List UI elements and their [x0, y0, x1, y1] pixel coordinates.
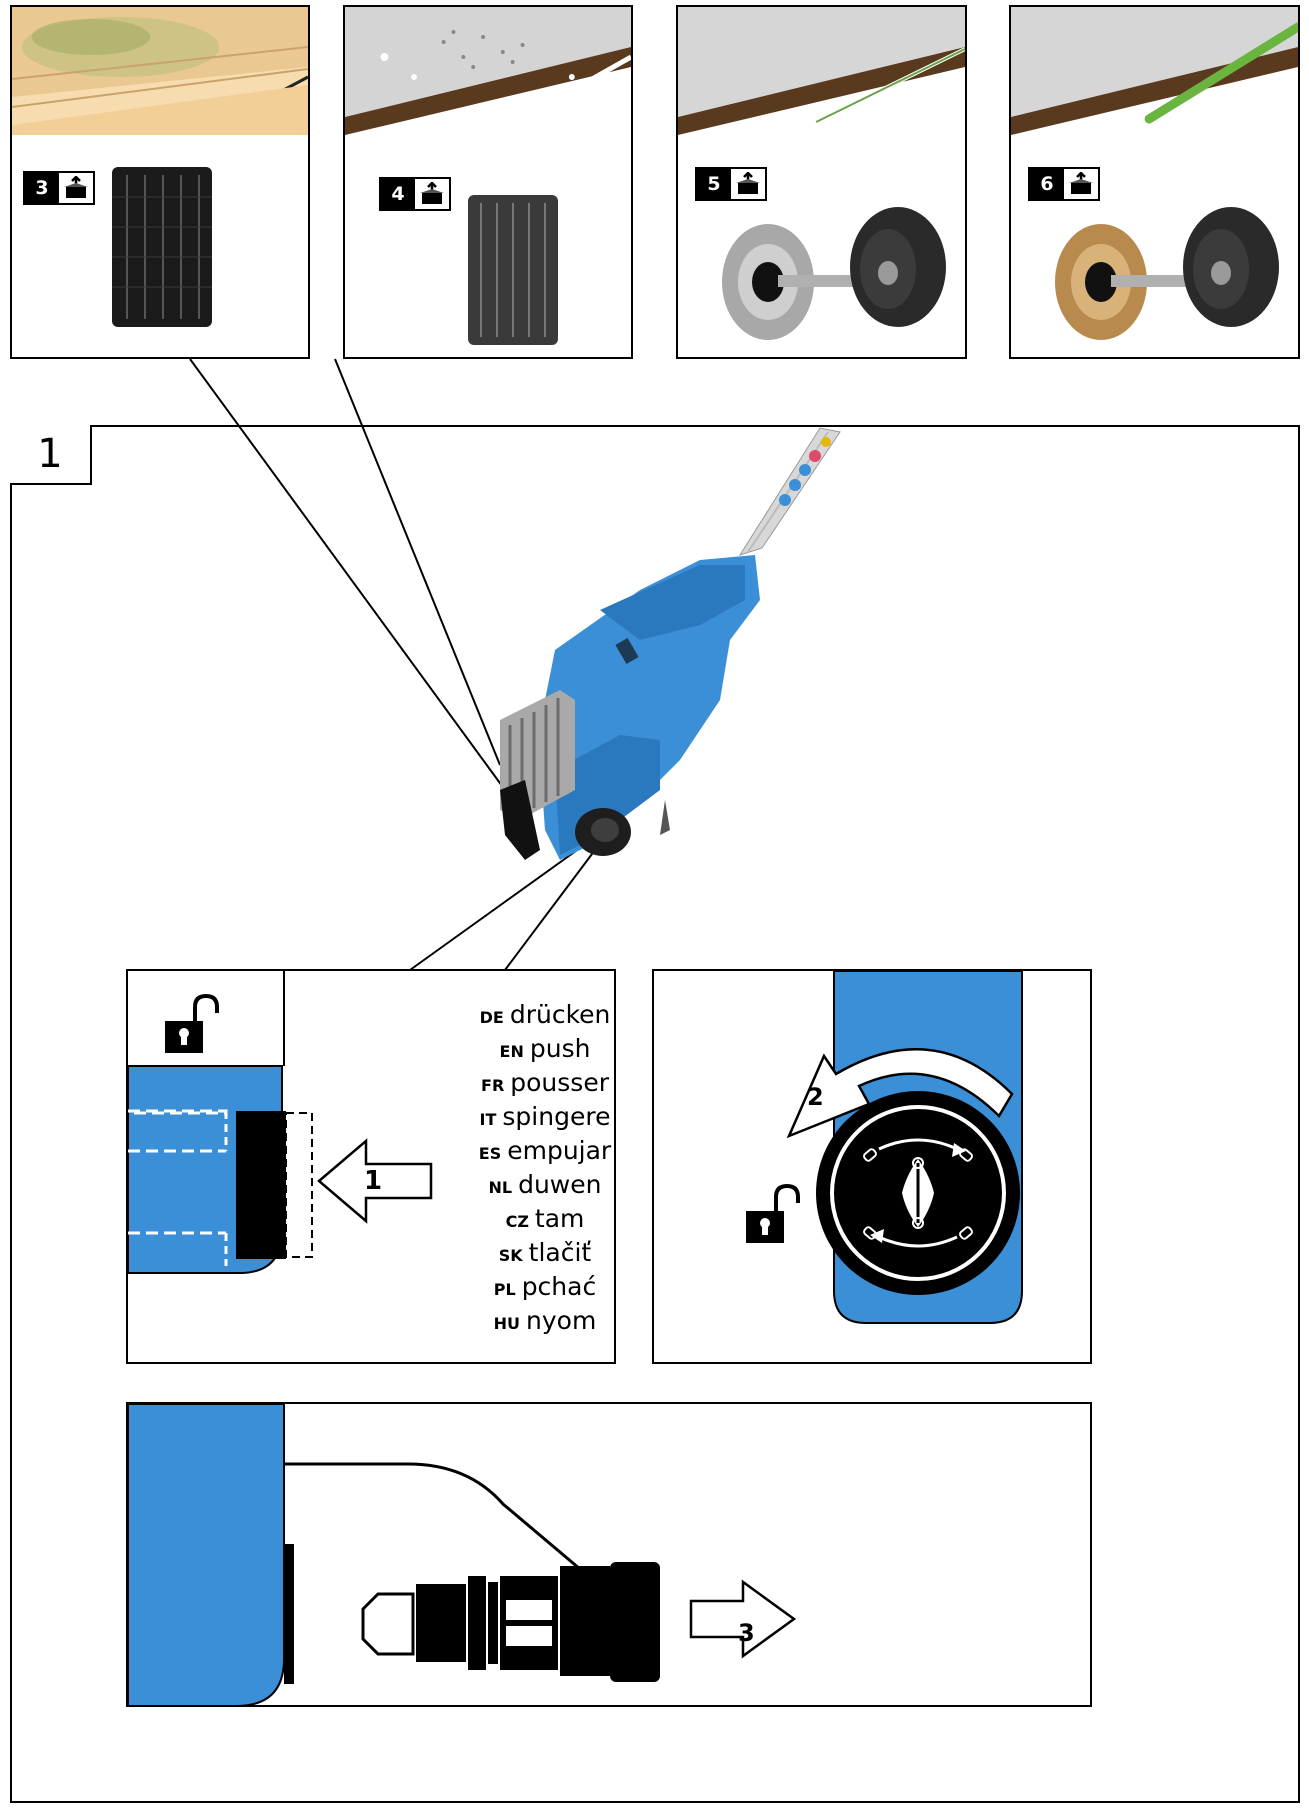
step3-number: 3 — [738, 1619, 755, 1647]
step3-panel: 3 — [126, 1402, 1092, 1707]
step1-panel: 1 — [126, 969, 616, 1364]
accessory-number: 4 — [381, 179, 415, 209]
figure-number: 1 — [10, 425, 92, 485]
unlock-icon — [165, 993, 219, 1053]
accessory-panel-5: 5 — [676, 5, 967, 359]
stone-tiles-scene — [345, 7, 631, 135]
accessory-number: 6 — [1030, 169, 1064, 199]
accessory-badge-3: 3 — [23, 171, 95, 205]
axle-assembly — [361, 1562, 660, 1682]
accessory-number: 3 — [25, 173, 59, 203]
paving-joints-scene — [678, 7, 965, 135]
moss-joints-scene — [1011, 7, 1298, 135]
accessory-box-icon — [731, 169, 765, 199]
accessory-box-icon — [415, 179, 449, 209]
rotate-arrow-icon — [786, 1048, 1014, 1139]
wood-deck-scene — [12, 7, 308, 135]
brush-roller-image — [112, 167, 212, 327]
accessory-badge-4: 4 — [379, 177, 451, 211]
tool-shaft — [738, 427, 841, 556]
step3-illustration — [128, 1404, 660, 1705]
accessory-badge-5: 5 — [695, 167, 767, 201]
step1-number: 1 — [364, 1166, 383, 1196]
accessory-number: 5 — [697, 169, 731, 199]
accessory-badge-6: 6 — [1028, 167, 1100, 201]
step2-panel: 2 — [652, 969, 1092, 1364]
accessory-panel-3: 3 — [10, 5, 310, 359]
arrow-icon — [317, 1138, 433, 1224]
arrow-icon — [689, 1579, 797, 1659]
accessory-box-icon — [59, 173, 93, 203]
step1-illustration — [128, 971, 313, 1362]
tool-body — [500, 555, 760, 860]
step2-number: 2 — [807, 1083, 824, 1111]
brass-wire-wheel-image — [1055, 207, 1279, 340]
figure-frame — [10, 425, 1300, 1803]
accessory-box-icon — [1064, 169, 1098, 199]
brush-roller-image — [468, 195, 558, 345]
unlock-icon — [746, 1183, 800, 1243]
wire-wheel-image — [722, 207, 946, 340]
accessory-panel-6: 6 — [1009, 5, 1300, 359]
accessory-panel-4: 4 — [343, 5, 633, 359]
